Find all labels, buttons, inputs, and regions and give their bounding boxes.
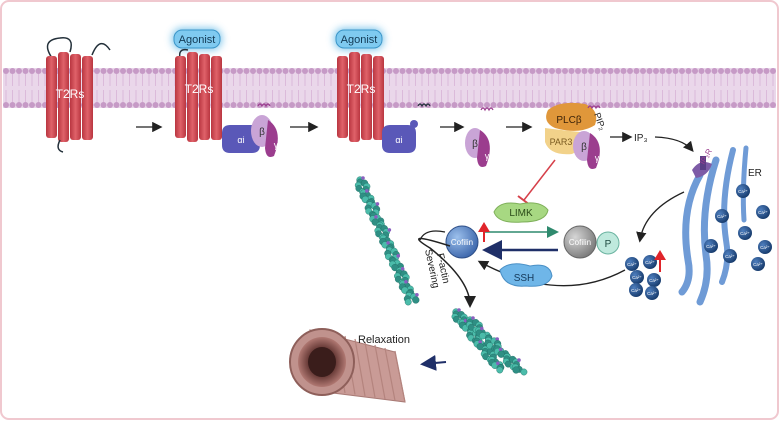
ip3-label: IP₃	[634, 133, 648, 144]
calcium-ion-label: Ca²⁺	[753, 262, 763, 267]
t2r-label-1: T2Rs	[56, 87, 85, 101]
severing-arrow-tail	[419, 230, 446, 241]
cell-membrane	[3, 68, 776, 108]
svg-text:β: β	[472, 139, 478, 150]
g-alpha-1	[222, 125, 260, 153]
relaxation-arrow	[420, 354, 447, 371]
relaxed-blood-vessel	[289, 328, 406, 403]
cofilin-increase-arrow	[478, 222, 490, 242]
calcium-ion-5	[723, 249, 737, 263]
calcium-ion-c1	[643, 255, 657, 269]
t2r-label-2: T2Rs	[185, 82, 214, 96]
g-gamma-1	[265, 120, 278, 157]
calcium-ion-label: Ca²⁺	[740, 231, 750, 236]
calcium-ion-7	[751, 257, 765, 271]
calcium-ion-4	[704, 239, 718, 253]
cofilin-phosphorylated: Cofilin P	[563, 225, 620, 259]
phosphate-label: P	[605, 239, 612, 250]
calcium-ion-label: Ca²⁺	[649, 278, 659, 283]
svg-text:PAR3: PAR3	[550, 137, 573, 147]
g-beta-gamma-free: β γ	[465, 107, 494, 167]
calcium-ion-1	[756, 205, 770, 219]
membrane-step-arrows	[136, 121, 633, 143]
cytosolic-calcium: Ca²⁺ Ca²⁺ Ca²⁺ Ca²⁺ Ca²⁺ Ca²⁺	[625, 255, 661, 300]
calcium-ion-label: Ca²⁺	[645, 260, 655, 265]
svg-text:γ: γ	[485, 151, 490, 161]
calcium-ion-label: Ca²⁺	[738, 189, 748, 194]
calcium-ion-3	[738, 226, 752, 240]
calcium-ion-label: Ca²⁺	[725, 254, 735, 259]
svg-text:LIMK: LIMK	[509, 208, 533, 219]
calcium-ion-label: Ca²⁺	[760, 245, 770, 250]
svg-text:PLCβ: PLCβ	[556, 115, 581, 126]
calcium-ion-label: Ca²⁺	[647, 291, 657, 296]
calcium-ion-2	[715, 209, 729, 223]
calcium-ion-label: Ca²⁺	[627, 262, 637, 267]
t2r-receptor-3: Agonist T2Rs αi	[334, 28, 431, 153]
f-actin-filament-2	[451, 308, 528, 376]
limk-enzyme: LIMK	[493, 202, 549, 223]
svg-text:αi: αi	[395, 135, 402, 145]
svg-text:αi: αi	[237, 135, 244, 145]
plc-beta	[546, 102, 597, 131]
svg-text:Cofilin: Cofilin	[451, 238, 473, 247]
calcium-ion-label: Ca²⁺	[631, 288, 641, 293]
calcium-ion-label: Ca²⁺	[632, 275, 642, 280]
g-alpha-2	[382, 125, 416, 153]
svg-text:SSH: SSH	[514, 273, 535, 284]
plc-par3-complex: PLCβ PAR3 β γ PIP₂	[545, 102, 608, 169]
calcium-ion-label: Ca²⁺	[706, 244, 716, 249]
calcium-ion-c5	[645, 286, 659, 300]
agonist-2	[335, 29, 383, 49]
er-calcium-store: Ca²⁺ Ca²⁺ Ca²⁺ Ca²⁺ Ca²⁺ Ca²⁺ Ca²⁺ Ca²⁺	[704, 184, 772, 271]
calcium-ion-c4	[629, 283, 643, 297]
calcium-ion-c2	[630, 270, 644, 284]
f-actin-filament-1	[354, 176, 420, 306]
t2r-receptor-2: Agonist T2Rs αi β γ	[172, 28, 279, 157]
svg-text:Cofilin: Cofilin	[569, 238, 591, 247]
t2r-receptor-1: T2Rs	[46, 37, 111, 153]
calcium-ion-6	[758, 240, 772, 254]
t2r-label-3: T2Rs	[347, 82, 376, 96]
calcium-ion-label: Ca²⁺	[758, 210, 768, 215]
calcium-ion-c3	[647, 273, 661, 287]
calcium-ion-0	[736, 184, 750, 198]
agonist-1	[173, 29, 221, 49]
relaxation-label: Relaxation	[358, 334, 410, 346]
svg-text:β: β	[259, 127, 265, 138]
calcium-ion-label: Ca²⁺	[717, 214, 727, 219]
er-label: ER	[748, 168, 762, 179]
par3	[545, 128, 582, 155]
calcium-increase-arrow	[654, 250, 666, 272]
agonist-label-1: Agonist	[179, 34, 216, 46]
severing-arrow	[418, 237, 476, 308]
calcium-release-arrow	[636, 191, 685, 243]
svg-text:β: β	[581, 142, 587, 153]
ip3-arrow	[654, 136, 694, 152]
calcium-to-cofilin-arrow	[477, 260, 626, 287]
agonist-label-2: Agonist	[341, 34, 378, 46]
calcium-ion-c0	[625, 257, 639, 271]
svg-text:γ: γ	[595, 153, 600, 163]
cofilin-active: Cofilin	[445, 225, 479, 259]
ssh-enzyme: SSH	[499, 263, 553, 287]
svg-text:γ: γ	[274, 140, 279, 150]
